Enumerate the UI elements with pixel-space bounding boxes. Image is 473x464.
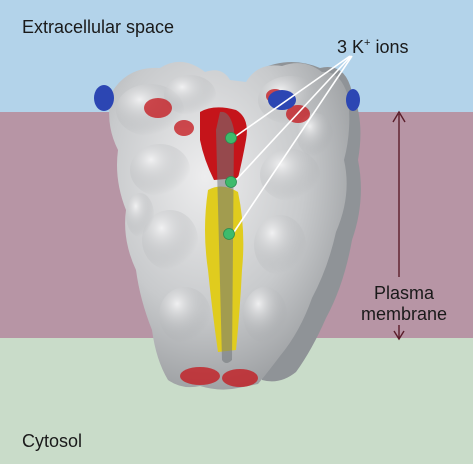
cytosol-label: Cytosol (22, 431, 83, 451)
ion-pointer-line (235, 55, 352, 181)
ion-pointer-line (235, 55, 351, 137)
extracellular-space-label: Extracellular space (22, 17, 175, 37)
membrane-span-arrow (392, 110, 406, 341)
potassium-ion (223, 228, 235, 240)
ion-pointer-lines (233, 55, 353, 233)
potassium-ions (223, 132, 237, 240)
membrane-label-line2: membrane (361, 304, 448, 324)
channel-protein-surface (109, 61, 361, 390)
potassium-ions-label: 3 K+ ions (337, 37, 409, 57)
ion-charge-text: + (364, 37, 371, 49)
potassium-ion (225, 132, 237, 144)
potassium-ion (225, 176, 237, 188)
pore-lining (200, 107, 247, 364)
ion-word-text: ions (370, 37, 409, 57)
membrane-label-line1: Plasma (374, 283, 435, 303)
ion-pointer-line (233, 55, 353, 233)
basic-residue-patches (94, 85, 360, 111)
ion-count-text: 3 K (337, 37, 365, 57)
